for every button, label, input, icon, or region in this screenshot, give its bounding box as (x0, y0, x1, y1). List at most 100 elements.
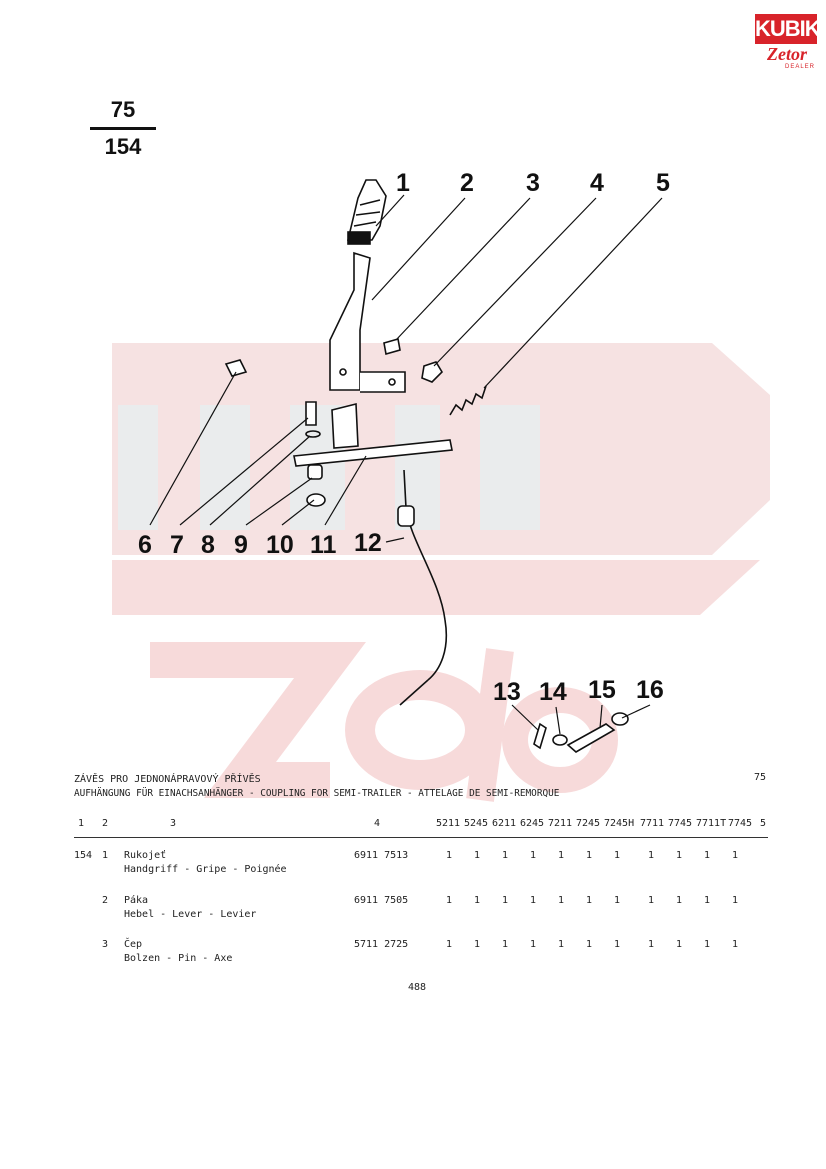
callout-12: 12 (354, 529, 382, 557)
row-qty: 1 (732, 939, 739, 950)
row-name-translations: Hebel - Lever - Levier (124, 909, 257, 920)
callout-2: 2 (460, 169, 474, 197)
watermark-letter-u (200, 405, 250, 530)
figure-page-ref: 154 (104, 134, 142, 159)
callout-10: 10 (266, 531, 294, 559)
row-qty: 1 (676, 895, 683, 906)
leader-2 (371, 197, 466, 301)
col-header-part-number: 4 (374, 818, 381, 829)
callout-6: 6 (138, 531, 152, 559)
part-nut (421, 361, 444, 383)
leader-6 (149, 371, 237, 526)
leader-16 (621, 704, 651, 719)
part-handgrip-base (347, 231, 371, 245)
part-pin (383, 337, 401, 356)
row-position: 3 (102, 939, 109, 950)
row-qty: 1 (474, 895, 481, 906)
col-header-5211: 5211 (436, 818, 461, 829)
watermark-letter-k (118, 405, 158, 530)
page-number: 488 (408, 982, 427, 993)
part-washer (305, 430, 321, 438)
section-title: ZÁVĚS PRO JEDNONÁPRAVOVÝ PŘÍVĚS (74, 774, 261, 785)
row-qty: 1 (474, 939, 481, 950)
col-header-7711: 7711 (640, 818, 665, 829)
col-header-7211: 7211 (548, 818, 573, 829)
row-name: Páka (124, 895, 149, 906)
part-lever-foot (360, 371, 406, 393)
leader-12 (385, 537, 405, 543)
row-qty: 1 (558, 895, 565, 906)
row-qty: 1 (558, 850, 565, 861)
row-name: Rukojeť (124, 850, 167, 861)
row-qty: 1 (704, 895, 711, 906)
watermark-script-t (466, 648, 514, 802)
section-subtitle: AUFHÄNGUNG FÜR EINACHSANHÄNGER - COUPLIN… (74, 788, 560, 799)
part-screw (305, 401, 317, 426)
part-cotter-pin (533, 722, 547, 750)
watermark-script-o (502, 687, 618, 793)
row-qty: 1 (446, 895, 453, 906)
leader-7 (179, 417, 309, 526)
part-cable-end (399, 679, 429, 706)
row-page: 154 (74, 850, 93, 861)
callout-9: 9 (234, 531, 248, 559)
col-header-7745-b: 7745 (728, 818, 753, 829)
row-qty: 1 (558, 939, 565, 950)
row-name: Čep (124, 939, 143, 950)
header-rule (74, 837, 768, 838)
row-qty: 1 (446, 939, 453, 950)
col-header-6245: 6245 (520, 818, 545, 829)
row-part-number: 6911 7513 (354, 850, 409, 861)
callout-4: 4 (590, 169, 604, 197)
row-qty: 1 (614, 895, 621, 906)
leader-15 (599, 704, 603, 729)
part-lever-foot-hole (388, 378, 396, 386)
row-qty: 1 (474, 850, 481, 861)
part-bushing-ring (306, 493, 326, 507)
row-qty: 1 (648, 850, 655, 861)
callout-8: 8 (201, 531, 215, 559)
watermark-script-z (150, 642, 366, 798)
callout-14: 14 (539, 678, 567, 706)
callout-1: 1 (396, 169, 410, 197)
leader-10 (281, 499, 315, 526)
row-part-number: 6911 7505 (354, 895, 409, 906)
logo-red-band: KUBIK (755, 14, 821, 44)
fraction-bar (90, 127, 156, 130)
col-header-7711t: 7711T (696, 818, 727, 829)
row-qty: 1 (530, 895, 537, 906)
col-header-5: 5 (760, 818, 767, 829)
row-qty: 1 (732, 895, 739, 906)
leader-14 (555, 706, 561, 735)
col-header-7245: 7245 (576, 818, 601, 829)
kubik-zetor-logo: KUBIK Zetor DEALER (755, 14, 821, 72)
row-qty: 1 (530, 850, 537, 861)
row-qty: 1 (530, 939, 537, 950)
row-qty: 1 (586, 939, 593, 950)
col-header-6211: 6211 (492, 818, 517, 829)
row-position: 2 (102, 895, 109, 906)
row-qty: 1 (732, 850, 739, 861)
row-part-number: 5711 2725 (354, 939, 409, 950)
row-qty: 1 (586, 850, 593, 861)
section-figure-code: 75 (754, 772, 767, 783)
watermark-letter-k2 (480, 405, 540, 530)
row-qty: 1 (704, 850, 711, 861)
col-header-7745: 7745 (668, 818, 693, 829)
row-name-translations: Handgriff - Gripe - Poignée (124, 864, 287, 875)
leader-8 (209, 435, 311, 526)
part-base-plate (293, 439, 453, 467)
row-qty: 1 (648, 895, 655, 906)
callout-13: 13 (493, 678, 521, 706)
col-header-7245h: 7245H (604, 818, 635, 829)
figure-number: 75 154 (90, 96, 156, 160)
col-header-position: 2 (102, 818, 109, 829)
part-spring (449, 385, 487, 416)
row-qty: 1 (586, 895, 593, 906)
leader-1 (375, 194, 405, 227)
col-header-5245: 5245 (464, 818, 489, 829)
part-handgrip-ridges (353, 199, 381, 227)
leader-13 (511, 704, 539, 731)
part-handgrip (346, 179, 387, 241)
